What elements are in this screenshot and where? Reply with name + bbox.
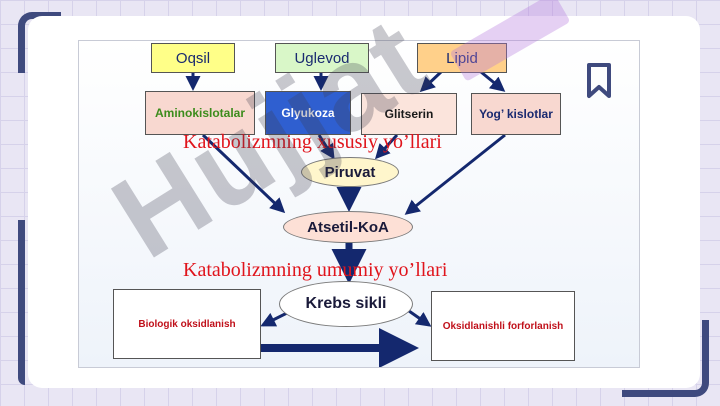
node-piruvat: Piruvat	[301, 157, 399, 187]
source-oqsil: Oqsil	[151, 43, 235, 73]
frame-corner-top-left	[18, 12, 61, 73]
frame-corner-bottom-right	[622, 320, 709, 397]
product-yog-kislotlar: Yog’ kislotlar	[471, 93, 561, 135]
node-krebs-sikli: Krebs sikli	[279, 281, 413, 327]
product-glyukoza: Glyukoza	[265, 91, 351, 135]
product-aminokislotalar: Aminokislotalar	[145, 91, 255, 135]
product-glitserin: Glitserin	[361, 93, 457, 135]
box-oksidlanishli-forforlanish: Oksidlanishli forforlanish	[431, 291, 575, 361]
bookmark-icon[interactable]	[586, 62, 612, 100]
frame-side-left	[18, 220, 25, 385]
node-atsetil-koa: Atsetil-KoA	[283, 211, 413, 243]
source-lipid: Lipid	[417, 43, 507, 73]
heading-specific-pathways: Katabolizmning xususiy yo’llari	[183, 131, 442, 153]
heading-general-pathways: Katabolizmning umumiy yo’llari	[183, 259, 448, 281]
box-biologik-oksidlanish: Biologik oksidlanish	[113, 289, 261, 359]
slide-image: Oqsil Uglevod Lipid Aminokislotalar Glyu…	[78, 40, 640, 368]
source-uglevod: Uglevod	[275, 43, 369, 73]
